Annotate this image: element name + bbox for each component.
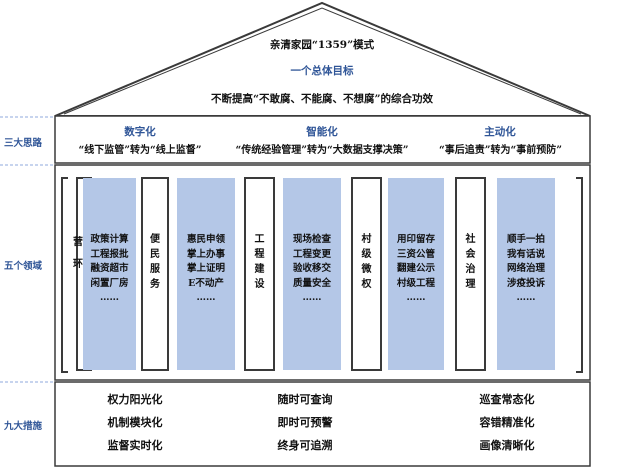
field-detail-line: …… xyxy=(196,292,216,303)
field-name-line: 治 xyxy=(465,264,476,275)
field-name-line: 工 xyxy=(254,234,265,245)
field-detail-line: 惠民申领 xyxy=(186,234,225,245)
field-4-name: 村级微权 xyxy=(351,232,382,292)
field-4-pillar xyxy=(351,177,382,371)
field-detail-line: 验收移交 xyxy=(292,263,331,274)
field-2-detail: 惠民申领掌上办事掌上证明 E不动产 …… xyxy=(177,233,235,306)
measure-3-2: 容错精准化 xyxy=(479,416,535,429)
measure-2-3: 终身可追溯 xyxy=(277,439,333,452)
field-5-detail: 顺手一拍我有话说网络治理涉疫投诉 …… xyxy=(497,233,555,306)
field-detail-line: 顺手一拍 xyxy=(506,234,545,245)
field-1-pillar-edge xyxy=(76,177,82,371)
idea-3-title: 主动化 xyxy=(484,126,516,138)
measure-3-1: 巡查常态化 xyxy=(479,393,535,406)
idea-1-text: “线下监管”转为“线上监督” xyxy=(78,145,202,156)
field-detail-line: 现场检查 xyxy=(292,234,331,245)
field-detail-line: 质量安全 xyxy=(292,277,331,289)
overall-goal-label: 一个总体目标 xyxy=(290,65,354,77)
idea-2-text: “传统经验管理”转为“大数据支撑决策” xyxy=(235,145,409,156)
side-label-fields: 五个领域 xyxy=(4,261,43,272)
idea-3-text: “事后追责”转为“事前预防” xyxy=(438,145,562,156)
field-1-detail: 政策计算工程报批融资超市闲置厂房 …… xyxy=(83,233,136,306)
measure-2-1: 随时可查询 xyxy=(277,393,333,406)
measure-1-3: 监督实时化 xyxy=(107,439,163,452)
field-detail-line: 翻建公示 xyxy=(396,263,435,274)
measure-1-1: 权力阳光化 xyxy=(107,393,163,406)
field-name-line: 社 xyxy=(465,234,476,245)
field-name-line: 服 xyxy=(150,264,160,275)
field-detail-line: 三资公管 xyxy=(396,248,435,260)
overall-goal-text: 不断提高“不敢腐、不能腐、不想腐”的综合功效 xyxy=(210,93,434,105)
field-3-pillar xyxy=(244,177,275,371)
field-detail-line: …… xyxy=(100,292,119,303)
side-label-ideas: 三大思路 xyxy=(4,138,43,149)
field-3-name: 工程建设 xyxy=(244,232,275,292)
measure-3-3: 画像清晰化 xyxy=(479,439,535,452)
idea-2-title: 智能化 xyxy=(306,126,338,138)
field-name-line: 理 xyxy=(465,279,476,290)
model-title: 亲清家园“1359”模式 xyxy=(269,39,375,51)
measure-1-2: 机制模块化 xyxy=(107,416,163,429)
field-detail-line: E不动产 xyxy=(188,277,224,289)
field-detail-line: 工程变更 xyxy=(292,248,331,260)
field-name-line: 权 xyxy=(361,279,372,290)
field-detail-line: 工程报批 xyxy=(90,248,129,260)
field-name-line: 会 xyxy=(465,249,476,260)
field-name-line: 程 xyxy=(254,249,265,260)
idea-1-title: 数字化 xyxy=(124,126,156,138)
field-2-name: 便民服务 xyxy=(141,232,169,292)
field-detail-line: 涉疫投诉 xyxy=(506,277,545,289)
side-label-measures: 九大措施 xyxy=(4,421,43,432)
field-5-detail-panel xyxy=(497,178,555,370)
field-detail-line: 掌上证明 xyxy=(186,263,225,274)
field-detail-line: 闲置厂房 xyxy=(90,277,129,289)
field-detail-line: 政策计算 xyxy=(90,234,129,245)
field-5-pillar xyxy=(455,177,486,371)
field-detail-line: 网络治理 xyxy=(506,263,545,274)
field-name-line: 微 xyxy=(361,264,372,275)
field-3-detail-panel xyxy=(283,178,341,370)
field-name-line: 民 xyxy=(150,249,160,260)
measure-2-2: 即时可预警 xyxy=(277,416,333,429)
field-detail-line: …… xyxy=(516,292,536,303)
field-3-detail: 现场检查工程变更验收移交质量安全 …… xyxy=(283,233,341,306)
field-detail-line: 村级工程 xyxy=(396,277,435,289)
field-detail-line: 用印留存 xyxy=(396,234,435,245)
field-4-detail: 用印留存三资公管翻建公示村级工程 …… xyxy=(388,233,444,306)
field-4-detail-panel xyxy=(388,178,444,370)
field-detail-line: …… xyxy=(406,292,426,303)
field-name-line: 设 xyxy=(254,279,265,290)
field-name-line: 村 xyxy=(361,234,372,245)
field-5-name: 社会治理 xyxy=(455,232,486,292)
field-1-detail-panel xyxy=(83,178,136,370)
field-detail-line: 掌上办事 xyxy=(186,248,225,260)
field-detail-line: 融资超市 xyxy=(90,263,129,274)
field-name-line: 便 xyxy=(150,234,160,245)
field-name-line: 务 xyxy=(150,279,160,290)
field-2-pillar xyxy=(141,177,169,371)
field-name-line: 建 xyxy=(254,264,265,275)
field-detail-line: 我有话说 xyxy=(506,248,545,260)
field-name-line: 级 xyxy=(361,249,372,260)
field-2-detail-panel xyxy=(177,178,235,370)
field-detail-line: …… xyxy=(302,292,322,303)
